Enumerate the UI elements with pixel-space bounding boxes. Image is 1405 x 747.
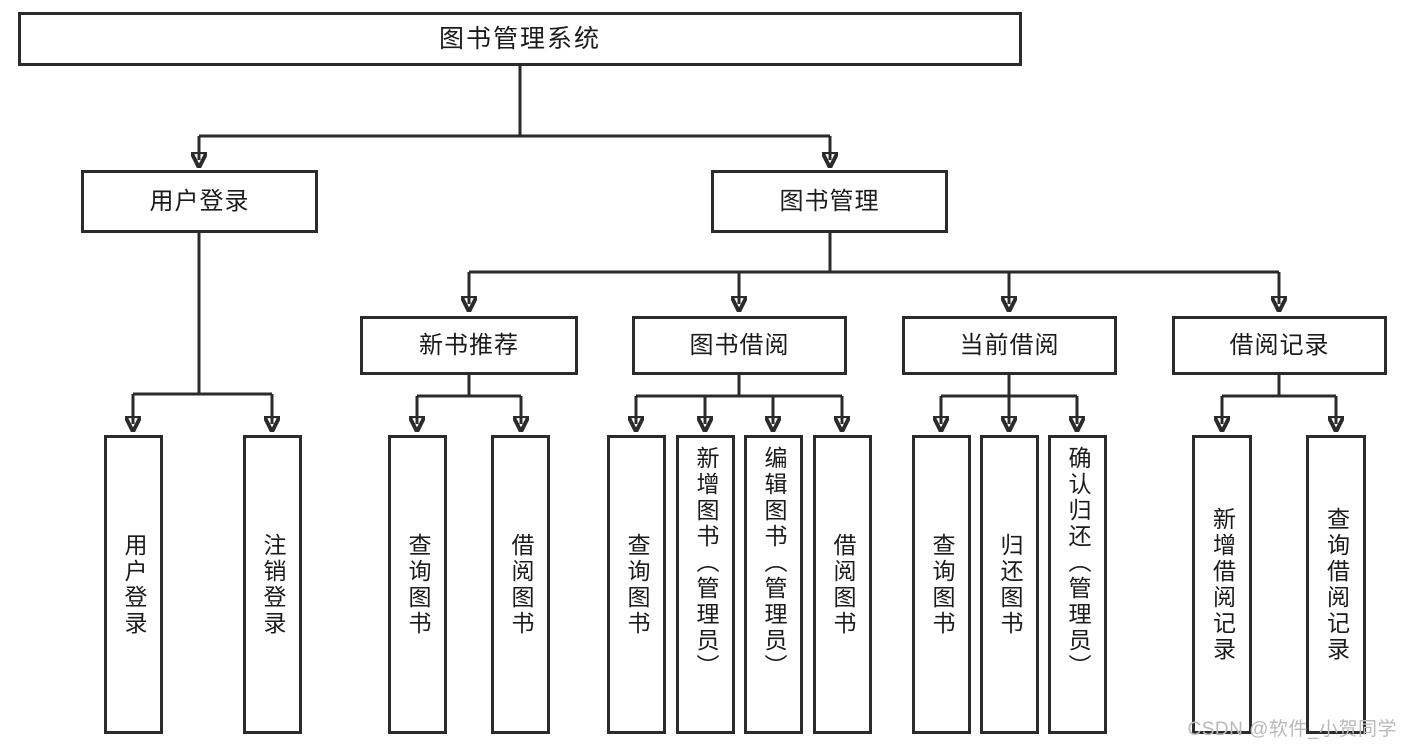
node-label: 归还图书	[997, 532, 1023, 637]
leaf-book-borrow-edit-book-admin[interactable]: 编辑图书（管理员）	[744, 435, 803, 734]
node-user-login[interactable]: 用户登录	[81, 170, 318, 233]
node-label: 借阅图书	[830, 532, 856, 637]
node-label: 查询图书	[929, 532, 955, 637]
node-book-borrow[interactable]: 图书借阅	[632, 316, 847, 375]
leaf-book-borrow-add-book-admin[interactable]: 新增图书（管理员）	[676, 435, 735, 734]
node-label: 查询图书	[405, 532, 431, 637]
leaf-user-login-logout[interactable]: 注销登录	[243, 435, 302, 734]
node-current-borrow[interactable]: 当前借阅	[902, 316, 1117, 375]
node-label: 借阅图书	[508, 532, 534, 637]
leaf-current-borrow-confirm-return-admin[interactable]: 确认归还（管理员）	[1048, 435, 1107, 734]
leaf-current-borrow-return-book[interactable]: 归还图书	[980, 435, 1039, 734]
leaf-borrow-record-add-record[interactable]: 新增借阅记录	[1192, 435, 1252, 734]
node-label: 图书管理系统	[438, 24, 601, 53]
leaf-book-borrow-query-book[interactable]: 查询图书	[607, 435, 666, 734]
leaf-user-login-login[interactable]: 用户登录	[104, 435, 163, 734]
node-label: 图书借阅	[689, 331, 790, 359]
node-label: 查询图书	[624, 532, 650, 637]
node-label: 查询借阅记录	[1323, 506, 1350, 663]
node-label: 注销登录	[260, 532, 286, 637]
leaf-new-book-borrow-book[interactable]: 借阅图书	[491, 435, 550, 734]
node-book-management[interactable]: 图书管理	[711, 170, 948, 233]
leaf-current-borrow-query-book[interactable]: 查询图书	[912, 435, 971, 734]
node-label: 新书推荐	[419, 331, 519, 359]
node-label: 借阅记录	[1229, 331, 1330, 359]
node-label: 用户登录	[121, 532, 147, 637]
node-new-book-recommend[interactable]: 新书推荐	[360, 316, 578, 375]
node-root-book-management-system[interactable]: 图书管理系统	[18, 12, 1022, 66]
leaf-borrow-record-query-record[interactable]: 查询借阅记录	[1306, 435, 1366, 734]
node-label: 图书管理	[779, 187, 880, 215]
leaf-book-borrow-borrow-book[interactable]: 借阅图书	[813, 435, 872, 734]
node-label: 编辑图书（管理员）	[761, 446, 787, 680]
leaf-new-book-query-book[interactable]: 查询图书	[388, 435, 447, 734]
node-label: 新增借阅记录	[1209, 506, 1236, 663]
node-label: 当前借阅	[959, 331, 1060, 359]
node-label: 用户登录	[149, 187, 250, 215]
node-borrow-record[interactable]: 借阅记录	[1172, 316, 1387, 375]
node-label: 确认归还（管理员）	[1065, 446, 1091, 680]
node-label: 新增图书（管理员）	[693, 446, 719, 680]
watermark-text: CSDN @软件_小贺同学	[1187, 719, 1397, 740]
